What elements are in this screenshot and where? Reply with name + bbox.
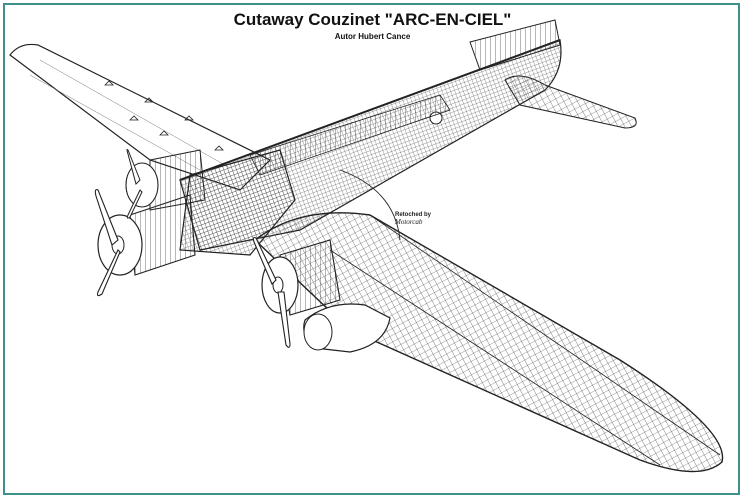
horizontal-stabilizer	[504, 75, 637, 129]
retouch-credit-label: Retoched by	[395, 212, 432, 218]
page-title: Cutaway Couzinet "ARC-EN-CIEL"	[233, 10, 512, 29]
landing-gear-fairing	[303, 303, 391, 353]
retouch-signature: Motorcab	[395, 218, 423, 226]
nose-propeller	[94, 189, 121, 297]
wing-inspection-panels	[104, 80, 224, 151]
left-wing-propeller	[126, 149, 143, 219]
right-wing-propeller	[252, 236, 291, 348]
vertical-fin	[469, 19, 561, 71]
retouch-credit: Retoched by Motorcab	[395, 212, 455, 226]
wing-root-fairing	[339, 169, 401, 241]
author-credit: Autor Hubert Cance	[334, 32, 411, 41]
